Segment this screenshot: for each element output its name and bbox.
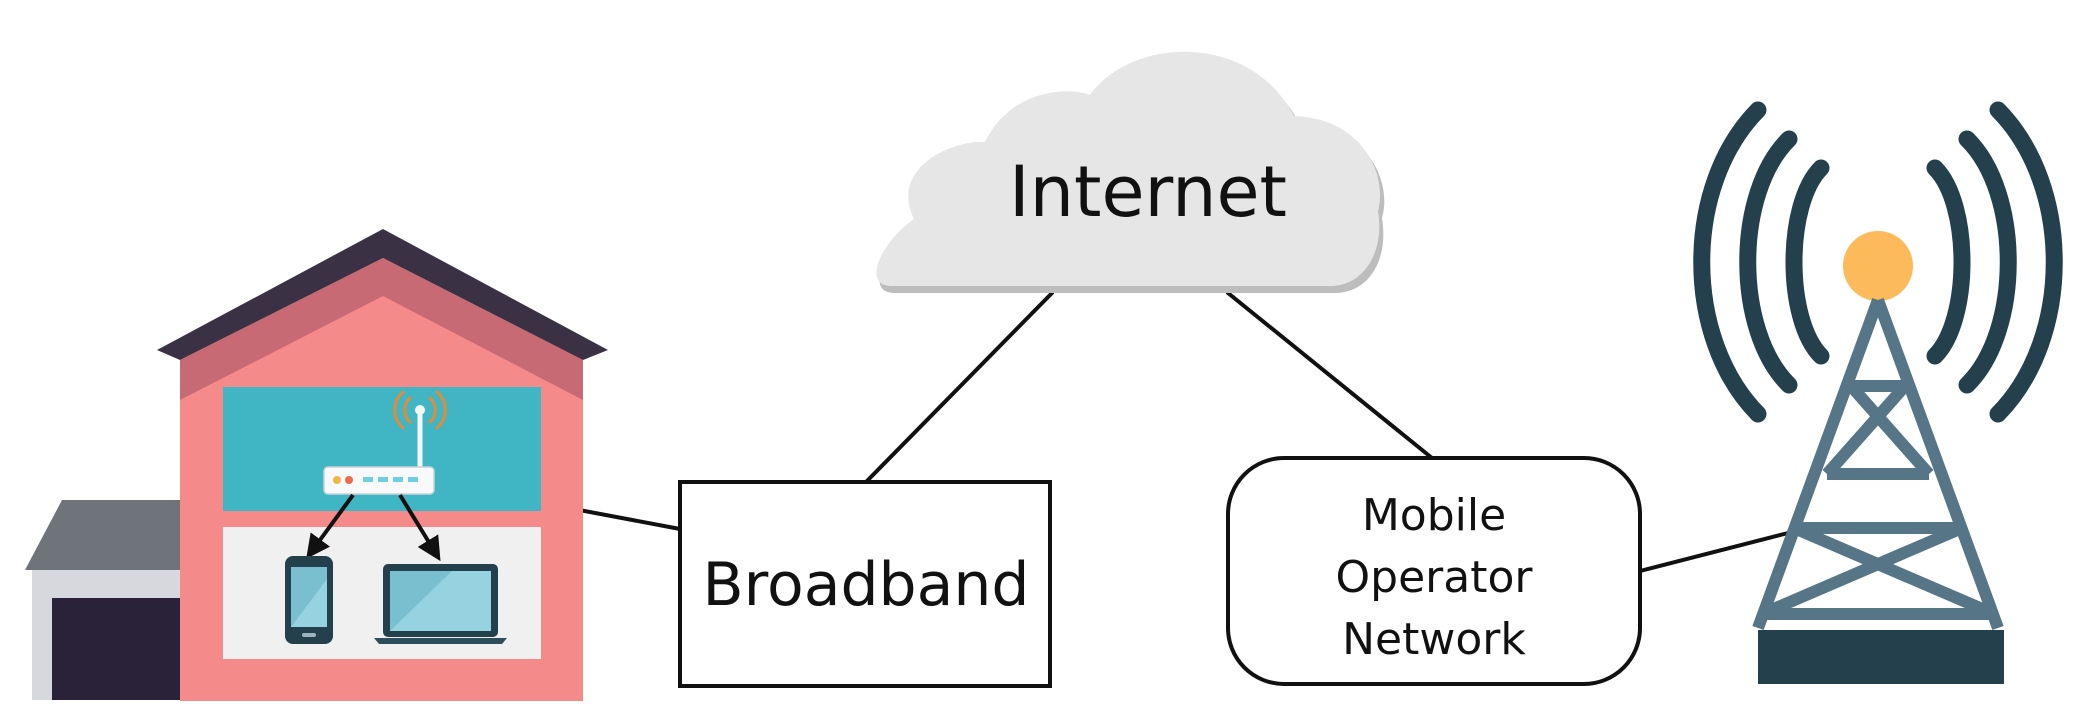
mobile-network-box bbox=[1226, 456, 1642, 686]
mobile-operator-network-node: Mobile Operator Network bbox=[1226, 456, 1642, 686]
cell-tower-icon bbox=[1693, 101, 2063, 684]
cloud-icon bbox=[876, 51, 1385, 293]
tower-brace-1b bbox=[1822, 382, 1910, 478]
signal-wave-left-3 bbox=[1693, 101, 1767, 423]
phone-screen-reflection bbox=[291, 579, 327, 627]
phone-home-button bbox=[302, 633, 316, 637]
router-icon bbox=[323, 390, 447, 495]
signal-wave-left-2 bbox=[1739, 130, 1798, 394]
phone-icon bbox=[285, 556, 333, 644]
tower-leg-left bbox=[1752, 297, 1884, 631]
router-antenna-waves-left bbox=[393, 390, 412, 430]
laptop-icon bbox=[374, 564, 507, 644]
router-antenna-waves-right bbox=[428, 390, 447, 430]
tower-leg-right bbox=[1872, 297, 2004, 631]
tower-base bbox=[1758, 630, 2004, 684]
arrow-router-to-phone bbox=[306, 493, 355, 559]
house-roof-overhang bbox=[180, 258, 583, 400]
signal-wave-right-1 bbox=[1926, 159, 1971, 365]
laptop-screen-reflection bbox=[390, 571, 491, 631]
broadband-box bbox=[678, 480, 1052, 688]
signal-wave-left-1 bbox=[1785, 159, 1830, 365]
line-cloud-to-broadband bbox=[864, 291, 1054, 484]
tower-structure bbox=[1752, 297, 2004, 631]
tower-brace-1a bbox=[1846, 382, 1934, 478]
house-icon bbox=[25, 229, 608, 701]
router-port-3 bbox=[393, 477, 403, 482]
tower-beacon bbox=[1843, 231, 1913, 301]
cloud-body bbox=[876, 51, 1381, 286]
signal-wave-right-2 bbox=[1958, 130, 2017, 394]
cloud-label: Internet bbox=[1009, 151, 1287, 233]
mobile-network-label-line-3: Network bbox=[1342, 614, 1526, 665]
house-roof bbox=[157, 229, 608, 360]
router-port-4 bbox=[408, 477, 418, 482]
mobile-network-label-line-2: Operator bbox=[1336, 552, 1534, 603]
mobile-network-label-line-1: Mobile bbox=[1362, 490, 1506, 541]
router-antenna-tip bbox=[415, 405, 425, 415]
line-mobile-network-to-tower bbox=[1638, 531, 1790, 573]
signal-waves-icon bbox=[1693, 101, 2063, 423]
broadband-node: Broadband bbox=[678, 480, 1052, 688]
arrow-router-to-laptop bbox=[398, 493, 441, 562]
line-cloud-to-mobile-network bbox=[1226, 291, 1434, 460]
router-port-1 bbox=[363, 477, 373, 482]
router-light-2 bbox=[345, 476, 353, 484]
garage bbox=[25, 500, 192, 700]
garage-door bbox=[52, 598, 192, 700]
internet-cloud: Internet bbox=[876, 51, 1385, 293]
router-light-1 bbox=[333, 476, 341, 484]
laptop-base bbox=[374, 638, 507, 644]
signal-wave-right-3 bbox=[1989, 101, 2063, 423]
broadband-label: Broadband bbox=[702, 550, 1029, 620]
garage-roof bbox=[25, 500, 190, 570]
router-port-2 bbox=[378, 477, 388, 482]
tower-brace-2a bbox=[1791, 522, 1997, 620]
tower-brace-2b bbox=[1759, 522, 1965, 620]
